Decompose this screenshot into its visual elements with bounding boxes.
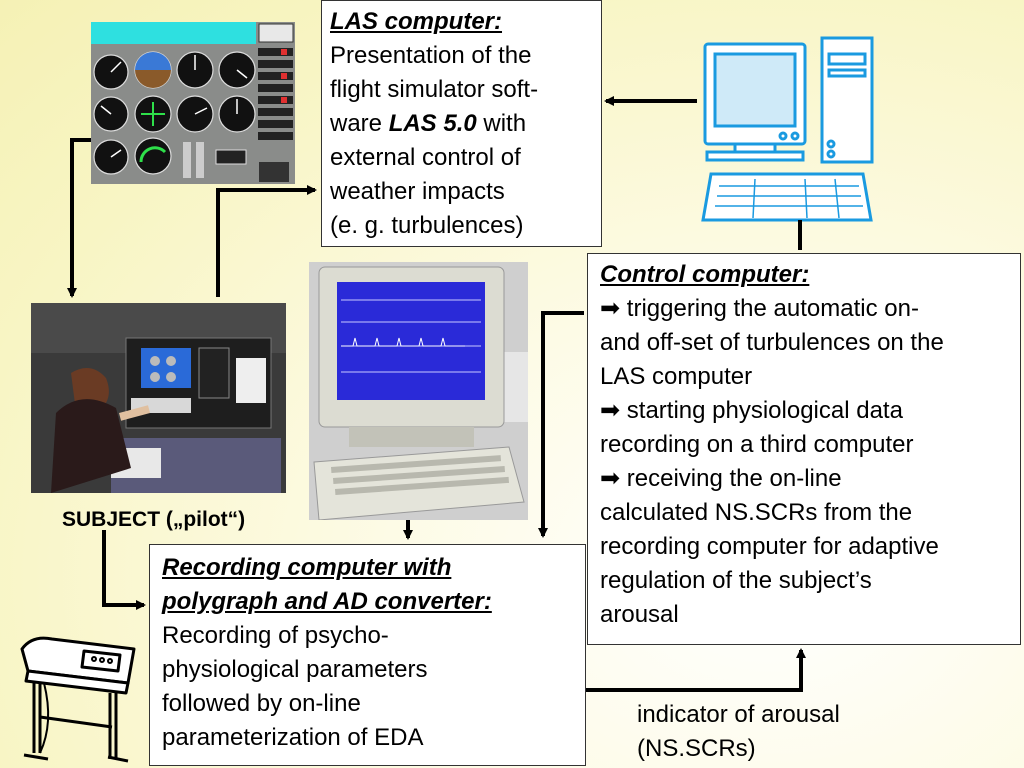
pilot-photo: [31, 303, 286, 493]
recording-box-title: polygraph and AD converter:: [162, 588, 492, 615]
control-box-line: ➡ starting physiological data: [600, 397, 903, 424]
control-box-line: arousal: [600, 601, 679, 628]
arousal-label-line: (NS.SCRs): [637, 735, 756, 762]
las-box-title: LAS computer:: [330, 8, 503, 35]
control-box-line: ➡ triggering the automatic on-: [600, 295, 919, 322]
las-box-line-software: ware LAS 5.0 with: [330, 107, 593, 141]
control-box-line: LAS computer: [600, 363, 753, 390]
las-box-line: weather impacts: [330, 178, 505, 205]
control-box-title: Control computer:: [600, 261, 810, 288]
desktop-computer-icon: [695, 34, 875, 224]
control-box-line: recording computer for adaptive: [600, 533, 939, 560]
las-computer-box: LAS computer: Presentation of the flight…: [321, 0, 602, 247]
recording-box-title: Recording computer with: [162, 554, 452, 581]
recording-box-line: physiological parameters: [162, 656, 428, 683]
las-box-line-prefix: ware: [330, 110, 389, 137]
subject-label: SUBJECT („pilot“): [62, 508, 246, 531]
las-box-line: flight simulator soft-: [330, 76, 539, 103]
crt-monitor-photo: [309, 262, 528, 520]
control-box-line: regulation of the subject’s: [600, 567, 872, 594]
control-box-line: ➡ receiving the on-line: [600, 465, 842, 492]
las-box-line: external control of: [330, 144, 521, 171]
recording-box-line: parameterization of EDA: [162, 724, 424, 751]
recording-computer-box: Recording computer with polygraph and AD…: [149, 544, 586, 766]
control-box-line: calculated NS.SCRs from the: [600, 499, 913, 526]
recording-box-line: followed by on-line: [162, 690, 361, 717]
control-box-line: and off-set of turbulences on the: [600, 329, 944, 356]
control-box-line: recording on a third computer: [600, 431, 914, 458]
recording-box-line: Recording of psycho-: [162, 622, 389, 649]
las-box-line-suffix: with: [476, 110, 527, 137]
control-computer-box: Control computer: ➡ triggering the autom…: [587, 253, 1021, 645]
plotter-clipart: [14, 627, 144, 767]
las-version: LAS 5.0: [388, 110, 477, 137]
flight-instrument-panel: [91, 22, 295, 184]
arousal-label-line: indicator of arousal: [637, 701, 840, 728]
arousal-indicator-label: indicator of arousal (NS.SCRs): [637, 698, 840, 766]
las-box-line: Presentation of the: [330, 42, 532, 69]
las-box-line: (e. g. turbulences): [330, 212, 524, 239]
